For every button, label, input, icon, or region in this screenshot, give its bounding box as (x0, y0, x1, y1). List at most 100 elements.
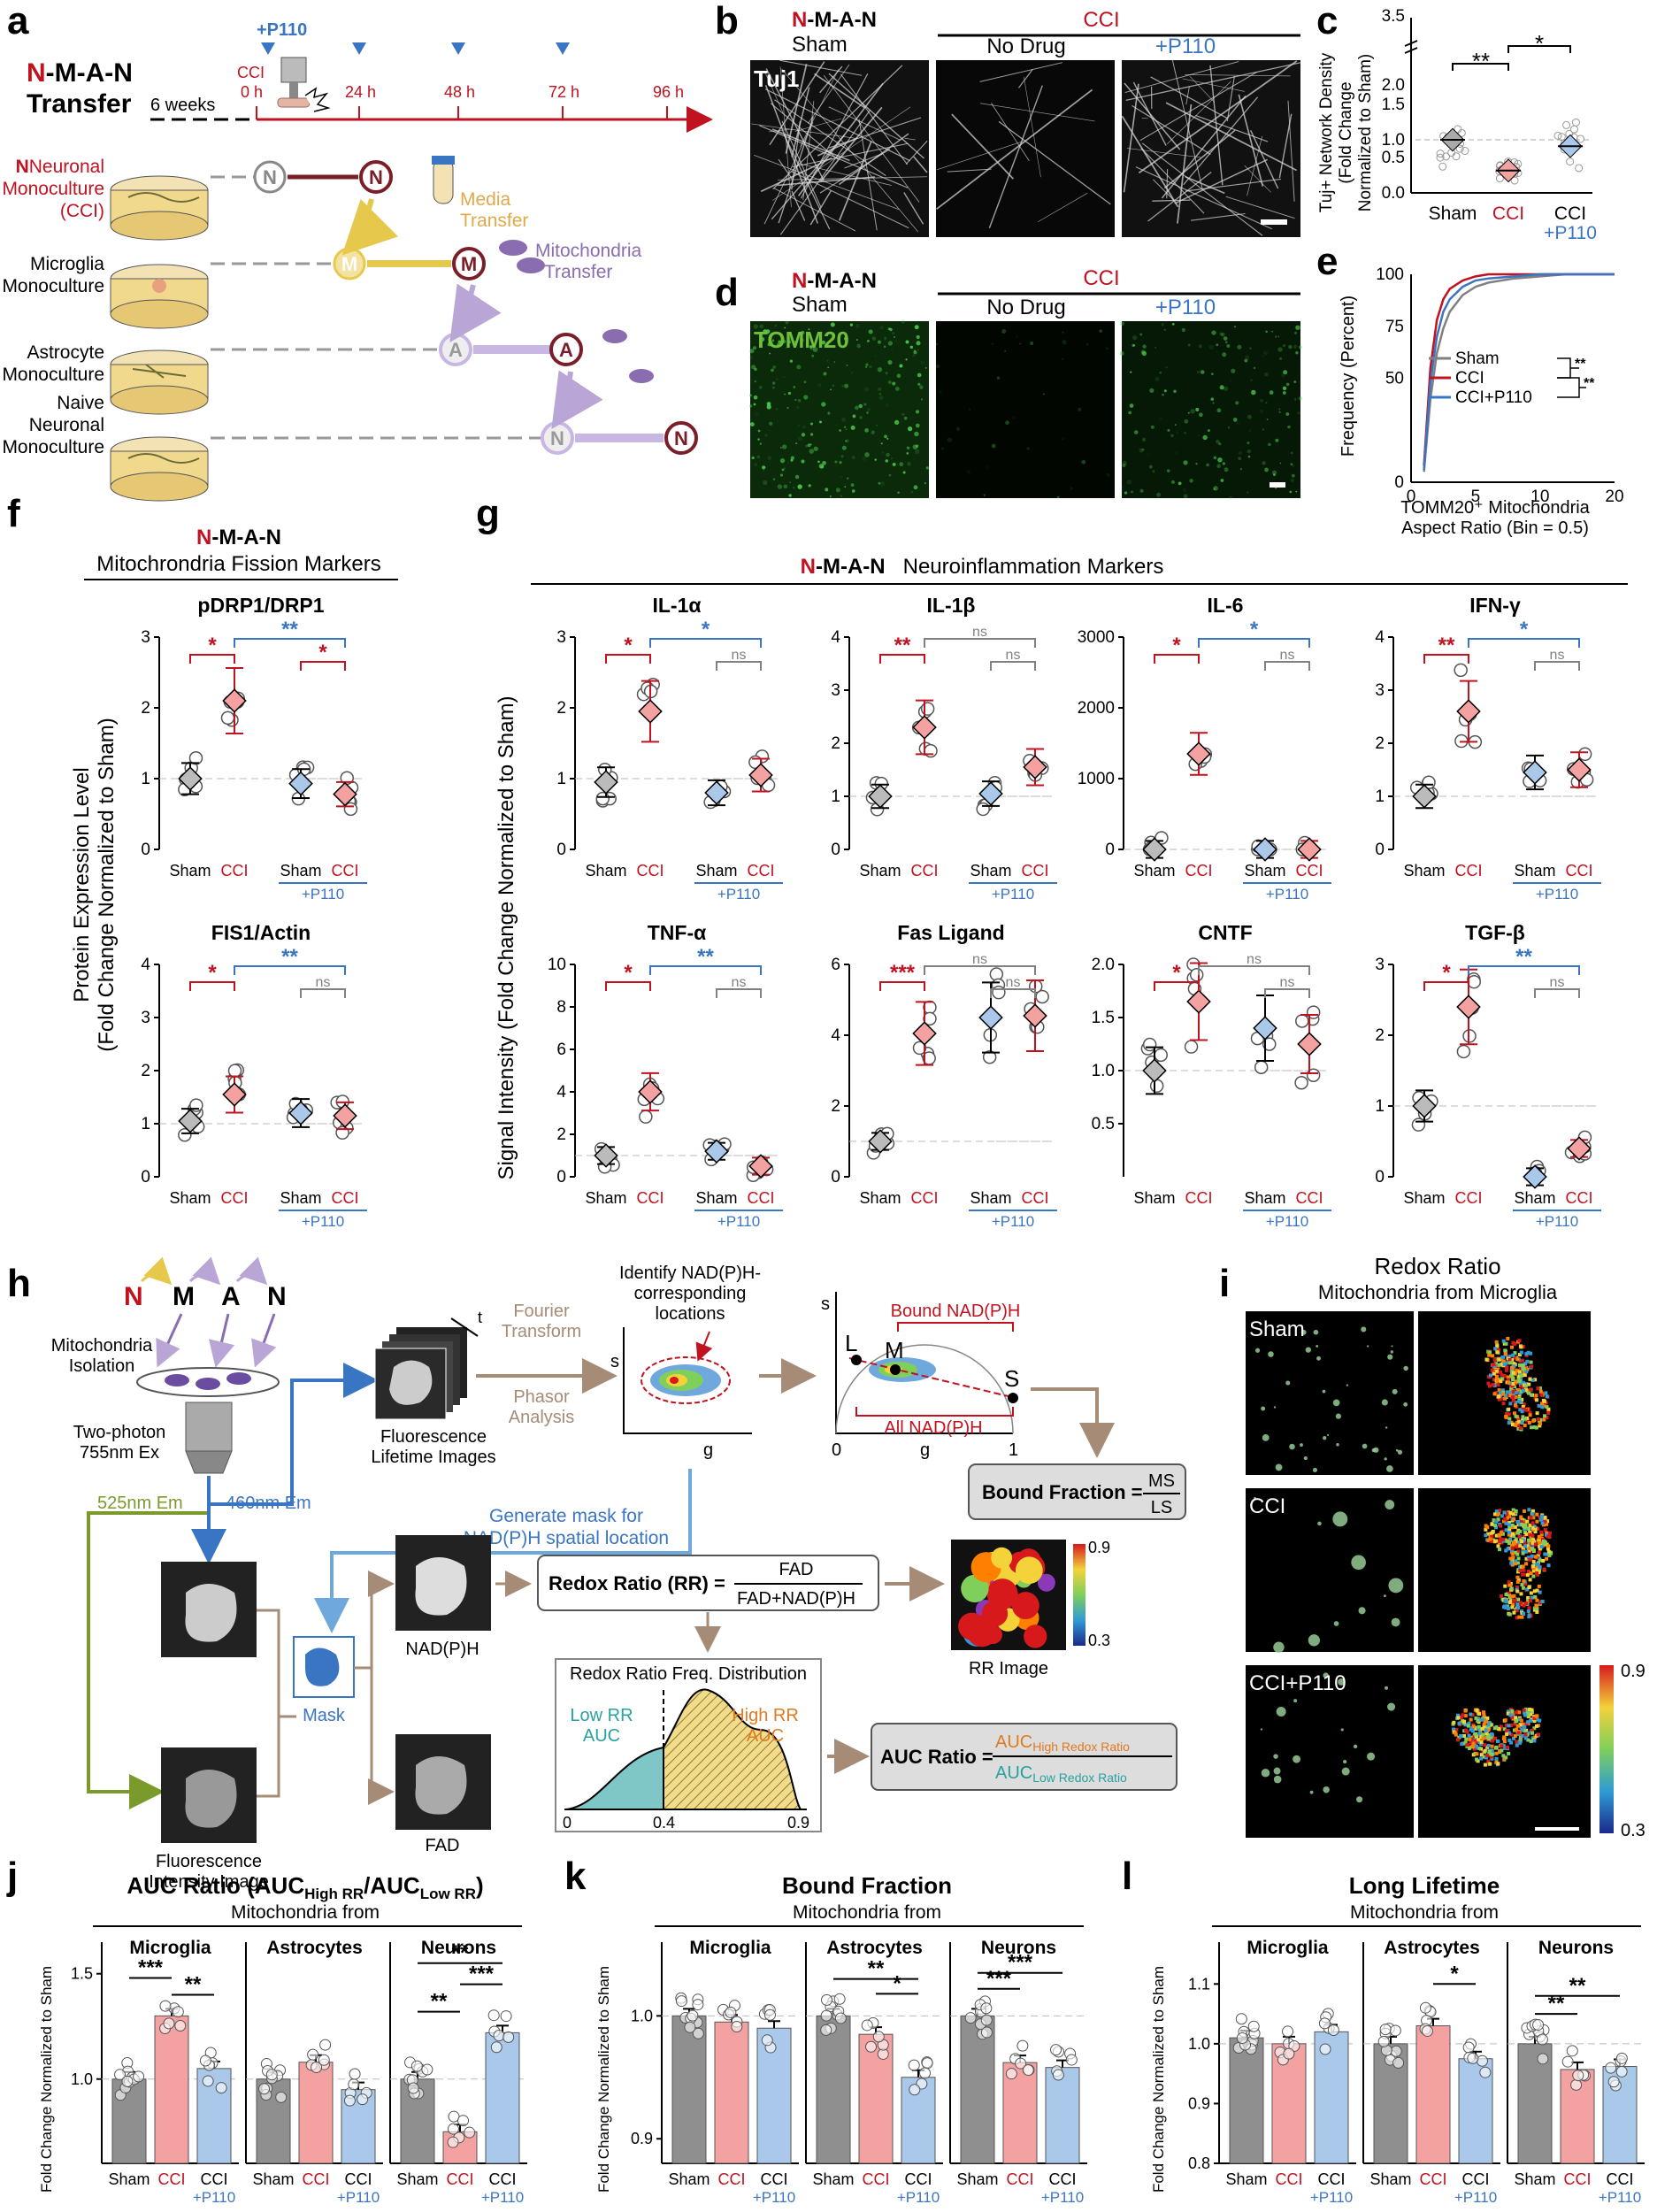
dot-sig: ns (316, 975, 331, 990)
mito-speckle (1005, 420, 1009, 426)
i-pixel (1487, 1737, 1492, 1741)
svg-text:AUCHigh Redox Ratio: AUCHigh Redox Ratio (995, 1732, 1130, 1754)
neurite (1165, 102, 1298, 172)
i-pixel (1485, 1754, 1490, 1758)
bar-dot (1462, 2041, 1475, 2054)
i-pixel (1522, 1402, 1526, 1407)
i-pixel (1535, 1564, 1539, 1569)
i-pixel (1545, 1416, 1549, 1420)
mito-speckle (1070, 487, 1073, 490)
mito-speckle (1211, 373, 1214, 376)
bar-xlabel-p110: +P110 (193, 2189, 235, 2206)
dot-mean (1523, 1164, 1547, 1189)
i-pixel (1501, 1359, 1506, 1363)
i-pixel (1497, 1363, 1501, 1367)
bar-dot (763, 2008, 776, 2021)
i-pixel (1525, 1416, 1530, 1420)
neurite (765, 68, 825, 181)
i-pixel (1469, 1740, 1473, 1745)
i-pixel (1483, 1763, 1487, 1767)
i-pixel (1463, 1740, 1468, 1745)
i-pixel (1532, 1719, 1537, 1724)
c-dot (1436, 153, 1445, 162)
i-pixel (1521, 1405, 1525, 1409)
dot-xlabel-p110: +P110 (1266, 1213, 1308, 1230)
i-pixel (1487, 1752, 1492, 1756)
i-pixel (1463, 1714, 1468, 1718)
mito-speckle (1293, 344, 1298, 349)
mito-speckle (882, 481, 886, 485)
e-xtick: 0 (1407, 488, 1416, 506)
mito-speckle (809, 346, 815, 350)
dot-mean (1567, 757, 1592, 782)
dot-xlabel: Sham (859, 1189, 901, 1207)
mito-speckle (775, 378, 779, 380)
i-pixel (1518, 1569, 1523, 1573)
i-pixel (1519, 1519, 1523, 1524)
mito-speckle (909, 345, 914, 349)
bar-xlabel: CCI (303, 2170, 330, 2188)
i-speck (1316, 1344, 1319, 1348)
i-speck (1381, 1399, 1388, 1406)
mito-speckle (1213, 488, 1216, 491)
bar-dot (731, 2021, 743, 2033)
i-pixel (1484, 1533, 1488, 1538)
h-auc-num: AUC (995, 1732, 1032, 1752)
i-pixel (1523, 1417, 1527, 1421)
mito-speckle (749, 404, 753, 408)
i-pixel (1528, 1708, 1532, 1712)
i-speck (1392, 1388, 1398, 1394)
bar-xlabel: CCI (1607, 2170, 1634, 2188)
i-speck (1275, 1463, 1283, 1471)
mito-speckle (1078, 407, 1082, 411)
d-p110: +P110 (1155, 296, 1216, 319)
mito-speckle (1247, 455, 1251, 458)
dot-sig: ns (1247, 952, 1262, 967)
i-pixel (1501, 1737, 1506, 1741)
bar-xlabel: CCI (1049, 2170, 1077, 2188)
mito-speckle (795, 442, 798, 445)
i-pixel (1526, 1731, 1530, 1735)
rr-blob (958, 1612, 986, 1640)
mito-speckle (886, 437, 889, 440)
i-pixel (1504, 1415, 1508, 1419)
mito-speckle (1126, 347, 1129, 349)
mito-speckle (756, 455, 761, 459)
h-flt-2: Lifetime Images (371, 1448, 495, 1467)
mito-speckle (764, 401, 768, 404)
dot-ytick: 0.5 (1092, 1115, 1115, 1133)
panel-letter-a: a (7, 0, 29, 42)
i-speck (1293, 1699, 1298, 1703)
neurite (778, 158, 793, 180)
i-speck (1358, 1607, 1366, 1615)
mito-speckle (771, 341, 774, 343)
mito-speckle (1298, 345, 1302, 349)
neurite (1152, 199, 1191, 202)
svg-text:N-M-A-N: N-M-A-N (196, 526, 281, 549)
panel-letter-k: k (564, 1855, 587, 1898)
dot-panel-title: TNF-α (648, 921, 707, 944)
dot (1254, 1060, 1269, 1074)
d-nman-rest: -M-A-N (807, 269, 877, 293)
mito-speckle (914, 449, 920, 455)
cci-time-label: CCI (237, 64, 265, 81)
i-speck (1273, 1767, 1281, 1775)
mito-speckle (840, 495, 842, 497)
i-pixel (1491, 1354, 1495, 1358)
i-speck (1388, 1578, 1404, 1594)
i-pixel (1503, 1396, 1507, 1401)
dot-xlabel: Sham (1133, 1189, 1175, 1207)
dot-ytick: 2 (556, 699, 566, 718)
i-pixel (1526, 1555, 1530, 1560)
i-pixel (1486, 1532, 1491, 1536)
mito-speckle (1283, 370, 1288, 375)
j-title-post: ) (476, 1872, 484, 1899)
panel-h: N M A N Mitochondria Isolation Two-photo… (51, 1256, 1186, 1892)
i-pixel (1467, 1721, 1471, 1725)
i-speck (1254, 1496, 1256, 1500)
i-pixel (1529, 1351, 1533, 1356)
e-legend-label: CCI+P110 (1455, 388, 1532, 407)
bar-dot (1379, 2024, 1392, 2036)
i-pixel (1545, 1394, 1549, 1399)
i-pixel (1523, 1582, 1528, 1586)
